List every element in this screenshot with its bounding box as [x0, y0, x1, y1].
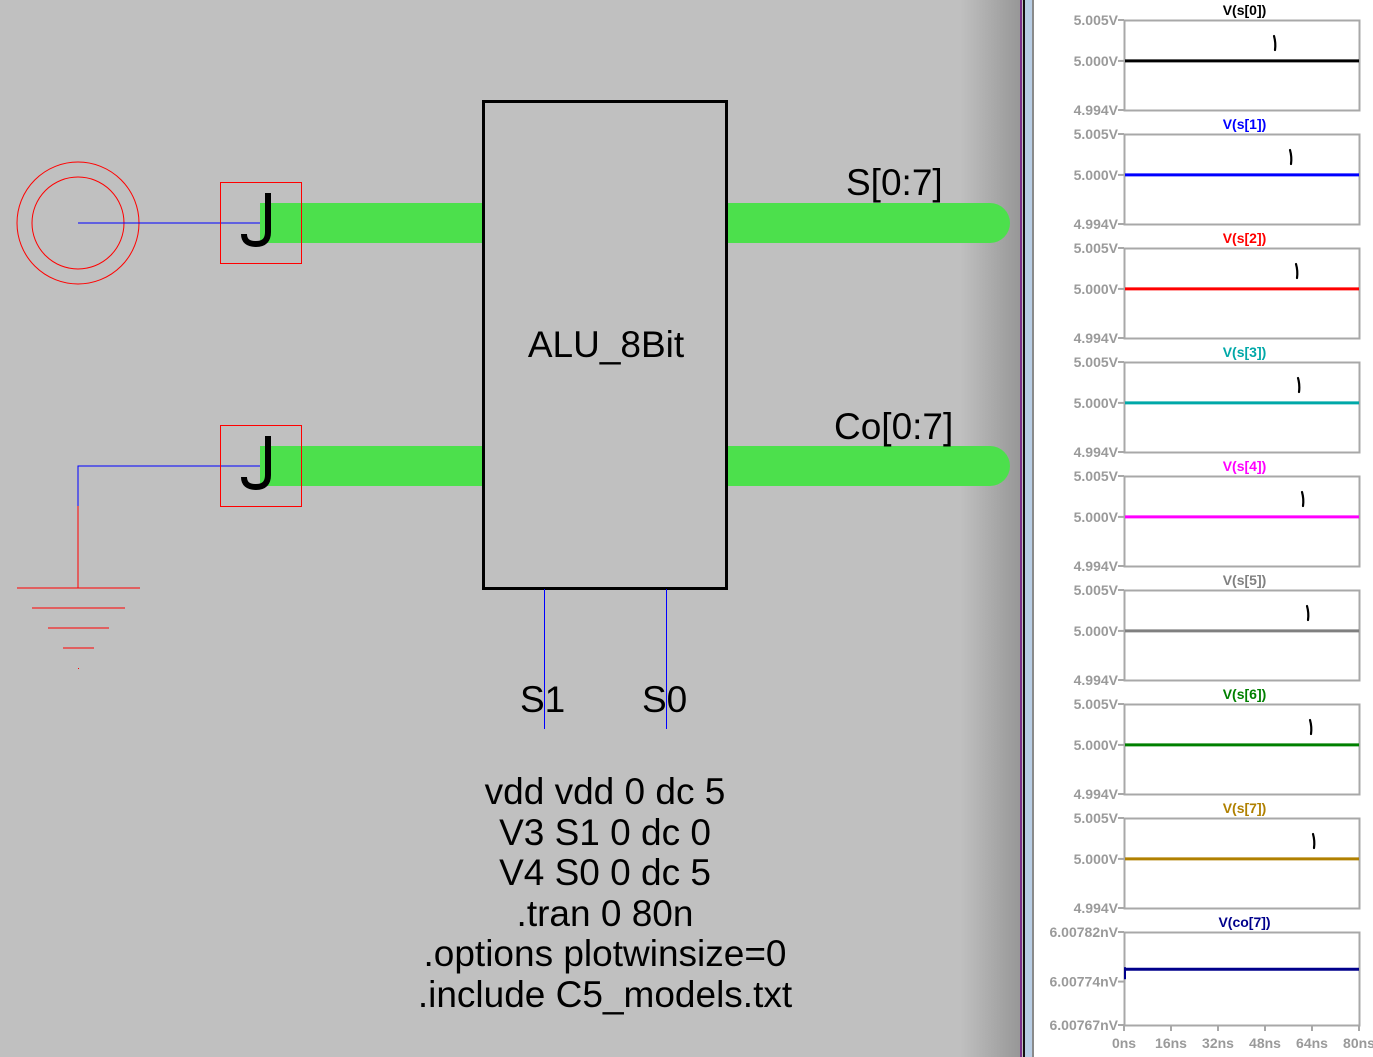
waveform-canvas[interactable]: V(s[0]) 5.005V 5.000V 4.994V V(s[1]) 5.005V 5.… [1034, 0, 1373, 1057]
y-tick-label: 4.994V [1074, 672, 1119, 688]
plot-frame [1123, 247, 1361, 340]
window-divider-shadow [1023, 0, 1025, 1057]
y-tick-label: 5.000V [1074, 851, 1119, 867]
s-output-bus[interactable] [727, 203, 1010, 243]
y-tick-label: 4.994V [1074, 900, 1119, 916]
y-tick-label: 5.000V [1074, 281, 1119, 297]
y-tick-label: 5.005V [1074, 468, 1119, 484]
s1-pin-label: S1 [520, 679, 566, 720]
annotation-mark [1294, 262, 1299, 280]
x-tick-label: 32ns [1202, 1035, 1234, 1051]
ground-symbol[interactable] [17, 465, 261, 669]
trace-title: V(s[0]) [1223, 2, 1267, 18]
y-tick-label: 5.005V [1074, 354, 1119, 370]
y-tick-label: 4.994V [1074, 558, 1119, 574]
plot-frame [1123, 133, 1361, 226]
window-frame-edge [1032, 0, 1034, 1057]
x-tick-label: 64ns [1296, 1035, 1328, 1051]
y-tick-label: 5.000V [1074, 509, 1119, 525]
annotation-mark [1311, 832, 1316, 850]
annotation-mark [1308, 718, 1313, 736]
y-tick-label: 5.005V [1074, 696, 1119, 712]
trace-title: V(s[5]) [1223, 572, 1267, 588]
spice-line: V4 S0 0 dc 5 [499, 852, 711, 893]
plot-frame [1123, 475, 1361, 568]
trace-title: V(s[2]) [1223, 230, 1267, 246]
x-tick-label: 16ns [1155, 1035, 1187, 1051]
plot-frame [1123, 931, 1361, 1027]
annotation-mark [1305, 604, 1310, 622]
y-tick-label: 4.994V [1074, 786, 1119, 802]
schematic-canvas[interactable] [0, 0, 1022, 1057]
spice-directives[interactable]: vdd vdd 0 dc 5 V3 S1 0 dc 0 V4 S0 0 dc 5… [360, 771, 850, 1015]
schematic-edge-shade [960, 0, 1022, 1057]
plot-frame [1123, 19, 1361, 112]
schematic-editor[interactable]: ALU_8Bit S[0:7] Co[0:7] S1 S0 vdd vdd 0 … [0, 0, 1022, 1057]
trace-title: V(co[7]) [1218, 914, 1270, 930]
trace-title: V(s[1]) [1223, 116, 1267, 132]
window-frame[interactable] [1025, 0, 1032, 1057]
spice-line: V3 S1 0 dc 0 [499, 811, 711, 853]
y-tick-label: 5.000V [1074, 737, 1119, 753]
input-bus-bottom[interactable] [260, 446, 484, 486]
annotation-mark [1300, 490, 1305, 508]
annotation-mark [1296, 376, 1301, 394]
y-tick-label: 4.994V [1074, 216, 1119, 232]
alu-block[interactable] [482, 100, 728, 590]
trace-title: V(s[6]) [1223, 686, 1267, 702]
spice-line: .tran 0 80n [516, 892, 694, 934]
y-tick-label: 5.005V [1074, 12, 1119, 28]
y-tick-label: 5.000V [1074, 167, 1119, 183]
plot-frame [1123, 817, 1361, 910]
trace-title: V(s[7]) [1223, 800, 1267, 816]
plot-frame [1123, 589, 1361, 682]
annotation-mark [1288, 148, 1293, 166]
window-divider [1020, 0, 1022, 1057]
y-tick-label: 4.994V [1074, 444, 1119, 460]
y-tick-label: 4.994V [1074, 330, 1119, 346]
s0-pin-label: S0 [642, 679, 688, 720]
y-tick-label: 5.000V [1074, 395, 1119, 411]
annotation-mark [1272, 34, 1277, 52]
plot-frame [1123, 361, 1361, 454]
spice-line: .options plotwinsize=0 [423, 933, 787, 974]
co-output-bus[interactable] [727, 446, 1010, 486]
co-bus-label: Co[0:7] [834, 406, 954, 447]
trace-title: V(s[3]) [1223, 344, 1267, 360]
spice-line: vdd vdd 0 dc 5 [484, 771, 726, 812]
input-bus-top[interactable] [260, 203, 484, 243]
y-tick-label: 4.994V [1074, 102, 1119, 118]
bus-connector-top[interactable] [220, 182, 302, 264]
y-tick-label: 5.005V [1074, 810, 1119, 826]
y-tick-label: 6.00782nV [1050, 924, 1119, 940]
alu-block-label: ALU_8Bit [527, 324, 685, 365]
trace-title: V(s[4]) [1223, 458, 1267, 474]
y-tick-label: 5.005V [1074, 582, 1119, 598]
y-tick-label: 5.000V [1074, 53, 1119, 69]
x-tick-label: 48ns [1249, 1035, 1281, 1051]
plot-frame [1123, 703, 1361, 796]
waveform-viewer[interactable]: V(s[0]) 5.005V 5.000V 4.994V V(s[1]) 5.005V 5.… [1034, 0, 1373, 1057]
x-tick-label: 0ns [1112, 1035, 1136, 1051]
x-tick-label: 80ns [1343, 1035, 1373, 1051]
y-tick-label: 5.005V [1074, 240, 1119, 256]
spice-line: .include C5_models.txt [417, 973, 793, 1015]
y-tick-label: 5.005V [1074, 126, 1119, 142]
y-tick-label: 6.00767nV [1050, 1017, 1119, 1033]
s-bus-label: S[0:7] [846, 162, 943, 203]
bus-connector-bottom[interactable] [220, 425, 302, 507]
y-tick-label: 5.000V [1074, 623, 1119, 639]
y-tick-label: 6.00774nV [1050, 974, 1119, 990]
